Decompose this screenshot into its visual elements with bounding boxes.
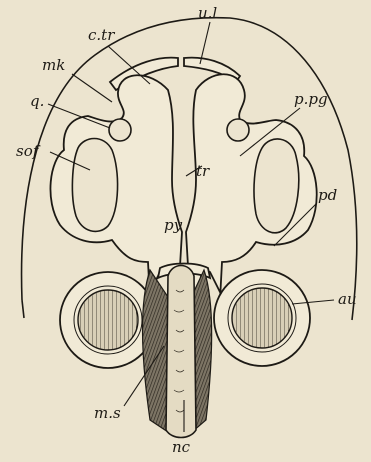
label-ul: u.l — [198, 4, 217, 22]
label-ms: m.s — [94, 404, 121, 422]
label-pd: pd — [318, 186, 337, 204]
left-quadrate-knob — [109, 119, 131, 141]
head-outline-left-base — [22, 300, 24, 318]
right-subocular-fenestra — [254, 139, 299, 233]
label-ctr: c.tr — [88, 26, 115, 44]
label-q: q. — [30, 92, 44, 110]
label-py: py — [164, 216, 183, 234]
label-sof: sof — [16, 142, 41, 160]
label-au: au — [338, 290, 357, 308]
label-mk: mk — [42, 56, 65, 74]
label-ppg: p.pg — [294, 90, 328, 108]
right-quadrate-knob — [227, 119, 249, 141]
label-nc: nc — [172, 438, 191, 456]
label-tr: tr — [196, 162, 210, 180]
leader-mk — [72, 74, 112, 102]
left-subocular-fenestra — [72, 139, 117, 232]
left-auditory-capsule — [60, 272, 156, 368]
right-auditory-capsule — [214, 270, 310, 366]
